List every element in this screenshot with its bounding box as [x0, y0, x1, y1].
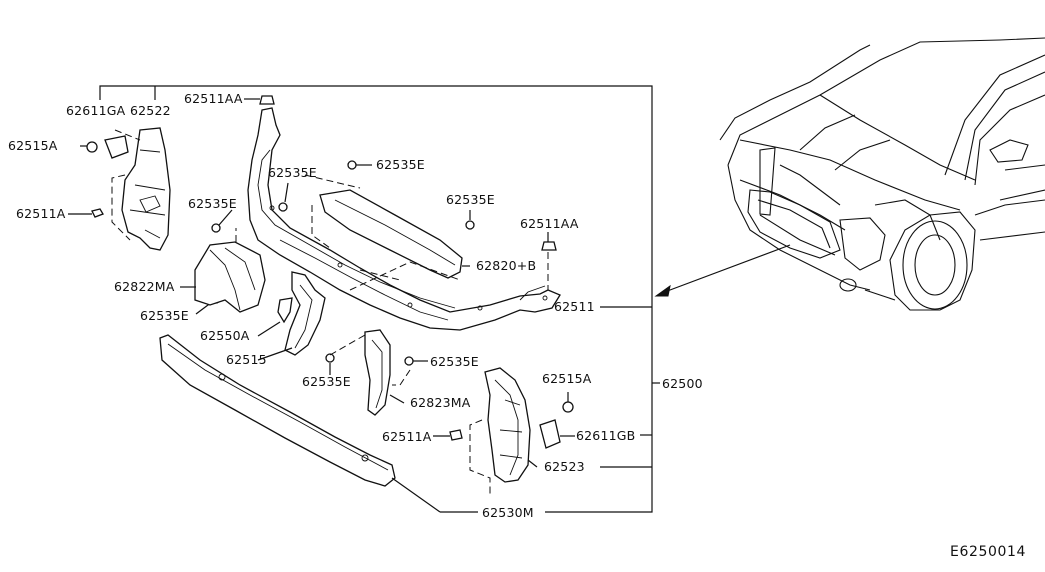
right-side-bracket-62523 [469, 367, 531, 495]
label-62535E-a: 62535E [376, 157, 425, 172]
label-62535E-d: 62535E [188, 196, 237, 211]
label-62511A-left: 62511A [16, 206, 66, 221]
label-62511: 62511 [554, 299, 595, 314]
bolt-62511AA-top [244, 95, 275, 105]
lower-member-62530M [159, 334, 478, 513]
label-62511A-right: 62511A [382, 429, 432, 444]
label-62822MA: 62822MA [114, 279, 175, 294]
hood-lock-stay-62515 [284, 271, 326, 356]
label-62511AA-top: 62511AA [184, 91, 243, 106]
label-62823MA: 62823MA [410, 395, 471, 410]
label-62515A-right: 62515A [542, 371, 592, 386]
label-62535E-f: 62535E [430, 354, 479, 369]
label-62535E-g: 62535E [302, 374, 351, 389]
label-62611GA: 62611GA [66, 103, 126, 118]
bolt-62511A-right [433, 429, 463, 441]
air-guide-62822MA [194, 228, 266, 313]
clip-62611GA [104, 135, 129, 159]
clip-62611GB [539, 419, 561, 449]
label-62820B: 62820+B [476, 258, 536, 273]
bolt-62511AA-right [541, 232, 557, 290]
bolt-62511A-left [68, 208, 104, 218]
label-62522: 62522 [130, 103, 171, 118]
vehicle-sketch [719, 37, 1045, 311]
clip-62550A [257, 297, 293, 337]
label-62500: 62500 [662, 376, 703, 391]
label-62535E-b: 62535E [268, 165, 317, 180]
label-62535E-c: 62535E [446, 192, 495, 207]
label-62523: 62523 [544, 459, 585, 474]
label-62515: 62515 [226, 352, 267, 367]
bolt-62515A-left [80, 141, 98, 153]
assembly-bracket [99, 85, 660, 513]
label-62550A: 62550A [200, 328, 250, 343]
label-62611GB: 62611GB [576, 428, 635, 443]
pointer-arrow [654, 244, 791, 297]
label-62515A-left: 62515A [8, 138, 58, 153]
bolt-62515A-right [562, 392, 574, 413]
label-62511AA-right: 62511AA [520, 216, 579, 231]
leader-lines [180, 265, 575, 468]
diagram-code: E6250014 [950, 544, 1026, 560]
air-guide-62823MA [329, 329, 411, 416]
cross-member-62820B [304, 174, 463, 291]
label-62530M: 62530M [482, 505, 534, 520]
core-support-upper-62511 [247, 107, 561, 331]
label-62535E-e: 62535E [140, 308, 189, 323]
left-side-bracket-62522 [111, 127, 171, 251]
